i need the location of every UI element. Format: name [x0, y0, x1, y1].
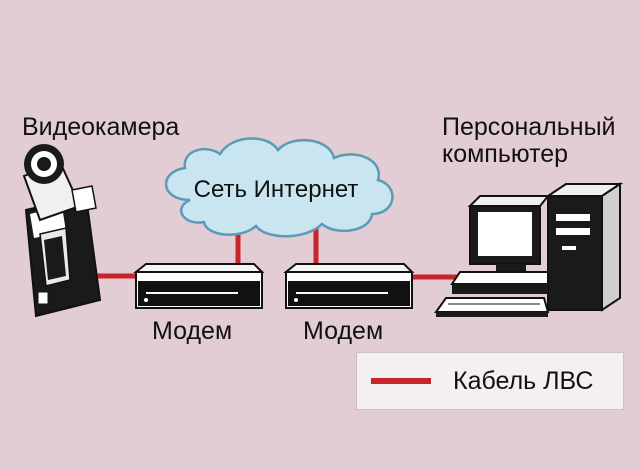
video-camera-icon — [22, 144, 102, 318]
modem-icon — [283, 263, 415, 309]
legend: Кабель ЛВС — [356, 352, 624, 410]
modem-icon — [133, 263, 265, 309]
legend-cable-swatch — [371, 378, 431, 384]
modem-right-label: Модем — [303, 317, 384, 345]
camera-label: Видеокамера — [22, 113, 180, 141]
modem-left-label: Модем — [152, 317, 233, 345]
internet-label: Сеть Интернет — [193, 176, 359, 203]
computer-label: Персональный компьютер — [442, 114, 616, 168]
legend-cable-label: Кабель ЛВС — [453, 367, 594, 395]
computer-label-line1: Персональный — [442, 113, 616, 141]
personal-computer-icon — [434, 182, 624, 317]
cloud-icon — [164, 137, 394, 238]
computer-label-line2: компьютер — [442, 140, 569, 168]
